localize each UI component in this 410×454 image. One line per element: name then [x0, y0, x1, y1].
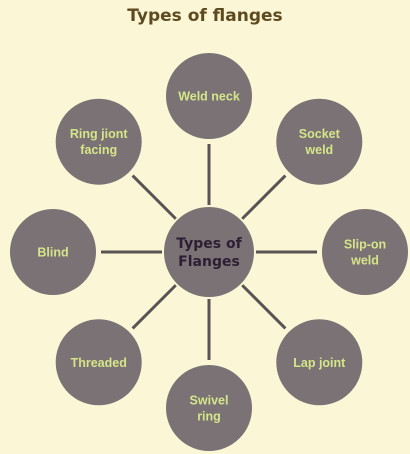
blind-circle	[8, 207, 98, 297]
page-title: Types of flanges	[127, 6, 283, 26]
label-line: Slip-on	[344, 238, 386, 252]
center-label: Types of Flanges	[176, 236, 242, 270]
node-ring-jiont-facing: Ring jiont facing	[53, 96, 144, 187]
node-socket-weld: Socket weld	[274, 96, 365, 187]
label-line: facing	[80, 143, 117, 157]
slip-on-weld-circle	[320, 207, 410, 297]
center-node: Types of Flanges	[162, 205, 256, 299]
node-weld-neck: Weld neck	[164, 51, 254, 141]
threaded-label: Threaded	[71, 356, 127, 370]
connector-lap-joint	[240, 283, 287, 330]
lap-joint-circle	[274, 317, 365, 408]
connector-threaded	[131, 283, 178, 330]
label-line: Threaded	[71, 356, 127, 370]
label-line: Lap joint	[293, 356, 346, 370]
node-blind: Blind	[8, 207, 98, 297]
label-line: weld	[350, 254, 379, 268]
connector-lines	[101, 144, 317, 360]
socket-weld-label: Socket weld	[299, 127, 341, 157]
label-line: Weld neck	[178, 90, 240, 104]
ring-jiont-facing-circle	[53, 96, 144, 187]
ring-jiont-facing-label: Ring jiont facing	[70, 127, 128, 157]
connector-socket-weld	[240, 174, 287, 221]
node-swivel-ring: Swivel ring	[164, 363, 254, 453]
center-circle	[162, 205, 256, 299]
label-line: ring	[197, 410, 221, 424]
weld-neck-label: Weld neck	[178, 90, 240, 104]
label-line: Flanges	[178, 254, 240, 270]
connector-ring-jiont-facing	[131, 174, 178, 221]
label-line: Ring jiont	[70, 127, 128, 141]
node-slip-on-weld: Slip-on weld	[320, 207, 410, 297]
label-line: weld	[304, 143, 333, 157]
label-line: Blind	[37, 246, 68, 260]
label-line: Types of	[176, 236, 242, 252]
threaded-circle	[53, 317, 144, 408]
lap-joint-label: Lap joint	[293, 356, 346, 370]
swivel-ring-label: Swivel ring	[190, 394, 229, 424]
slip-on-weld-label: Slip-on weld	[344, 238, 386, 268]
weld-neck-circle	[164, 51, 254, 141]
socket-weld-circle	[274, 96, 365, 187]
node-threaded: Threaded	[53, 317, 144, 408]
node-lap-joint: Lap joint	[274, 317, 365, 408]
label-line: Swivel	[190, 394, 229, 408]
blind-label: Blind	[37, 246, 68, 260]
label-line: Socket	[299, 127, 341, 141]
swivel-ring-circle	[164, 363, 254, 453]
